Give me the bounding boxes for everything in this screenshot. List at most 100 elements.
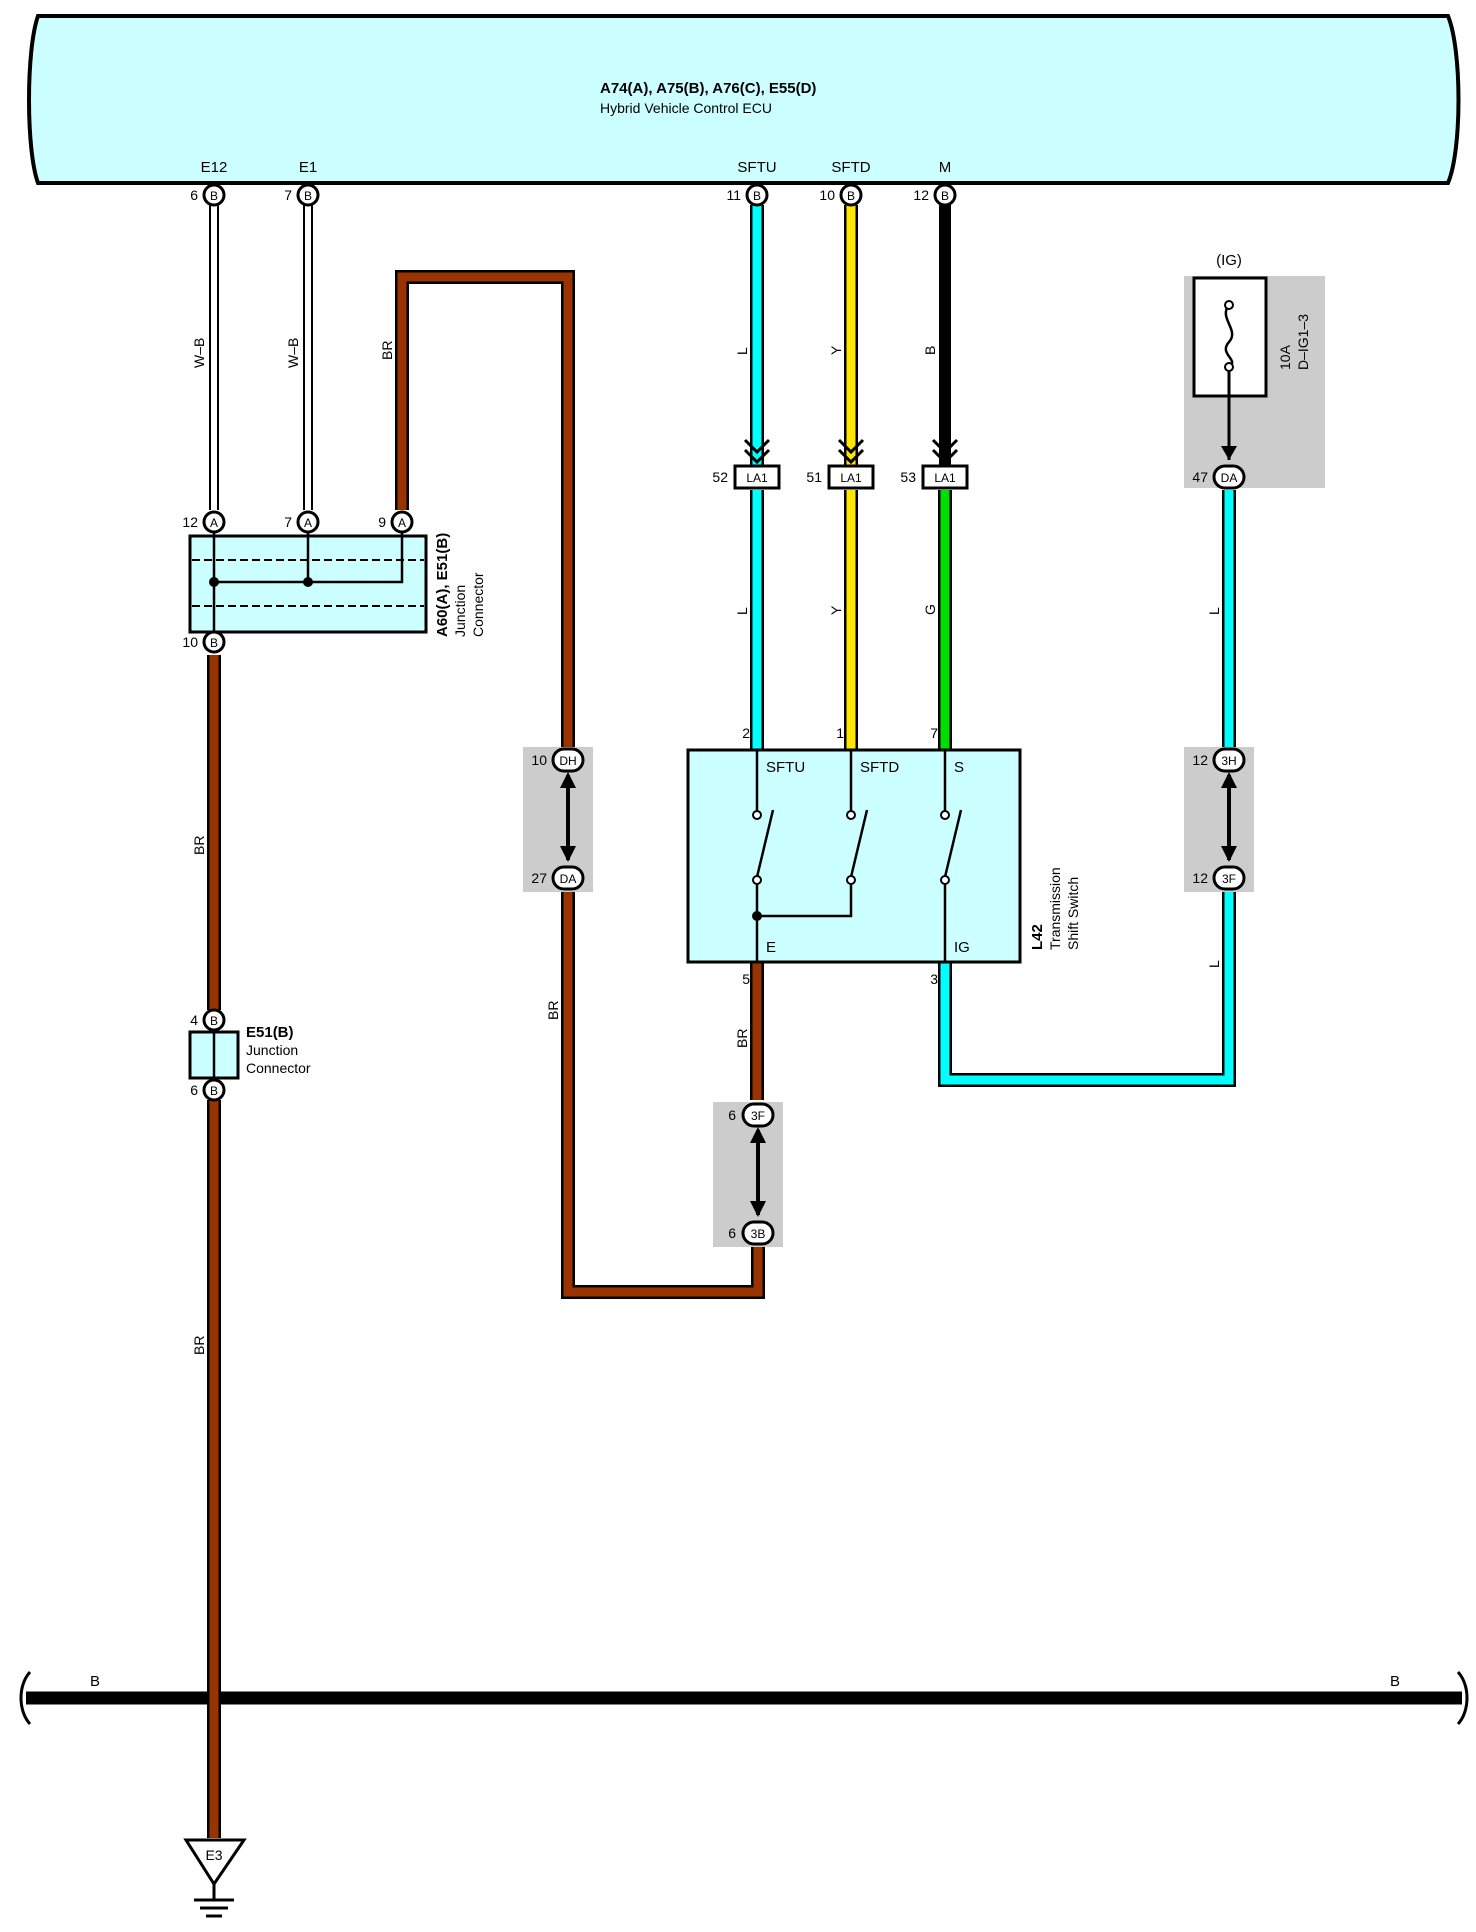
switch-name2: Shift Switch (1065, 877, 1081, 950)
svg-text:DH: DH (559, 754, 576, 768)
wire-label-l-right: L (1206, 960, 1222, 968)
la1-connector-52: LA1 (733, 464, 781, 490)
fuse-rating: 10A (1277, 344, 1293, 370)
ecu-terminal-e1: E1 (299, 159, 317, 176)
switch-name1: Transmission (1047, 867, 1063, 950)
switch-code: L42 (1029, 924, 1046, 950)
ecu-pin-m-number: 12 (913, 187, 929, 203)
ecu-pin-sftd-conn: B (847, 189, 855, 203)
svg-text:3B: 3B (751, 1227, 766, 1241)
wire-label-y-top: Y (828, 345, 844, 355)
la1-pin-51: 51 (806, 469, 822, 485)
junction-a60-pin-12: 12 (182, 514, 198, 530)
fuse-group: (IG) (1216, 252, 1242, 269)
switch-terminal-s: S (954, 759, 964, 776)
ecu-box (27, 14, 1461, 185)
ecu-terminal-sftu: SFTU (737, 159, 776, 176)
junction-e51-pin-4: 4 (190, 1012, 198, 1028)
svg-text:DA: DA (1221, 471, 1238, 485)
svg-text:LA1: LA1 (840, 471, 862, 485)
ground-symbol (183, 1838, 247, 1918)
junction-a60-desc2: Connector (470, 572, 486, 637)
ecu-pin-e1-conn: B (304, 189, 312, 203)
shift-switch (686, 748, 1022, 964)
la1-arrows (743, 438, 959, 465)
ecu-connectors: A74(A), A75(B), A76(C), E55(D) (600, 80, 816, 97)
switch-pin-2: 2 (742, 725, 750, 741)
wire-label-br-switch: BR (734, 1029, 750, 1048)
ecu-pins (202, 183, 957, 207)
junction-e51-desc2: Connector (246, 1060, 311, 1076)
ecu-pin-sftu-conn: B (753, 189, 761, 203)
wire-label-wb2: W–B (285, 338, 301, 368)
wire-fuse-l (938, 490, 1236, 1087)
ecu-pin-e1-num: 7 (284, 187, 292, 203)
wire-wb-1 (209, 205, 219, 510)
switch-terminal-sftu: SFTU (766, 759, 805, 776)
svg-text:LA1: LA1 (746, 471, 768, 485)
wire-label-br-mid: BR (545, 1001, 561, 1020)
junction-e51-desc1: Junction (246, 1042, 298, 1058)
wire-label-b-top: B (922, 346, 938, 355)
svg-text:6: 6 (728, 1225, 736, 1241)
la1-connector-53: LA1 (921, 464, 969, 490)
junction-e51 (188, 1008, 240, 1102)
junction-e51-label: E51(B) (246, 1024, 294, 1041)
junction-a60-pin-7: 7 (284, 514, 292, 530)
switch-terminal-sftd: SFTD (860, 759, 899, 776)
switch-terminal-e: E (766, 939, 776, 956)
inline-connector-3f: 3F 3B 6 6 (713, 1102, 783, 1247)
switch-pin-7: 7 (930, 725, 938, 741)
ecu-pin-e12-num: 6 (190, 187, 198, 203)
svg-text:3H: 3H (1221, 754, 1236, 768)
svg-text:10: 10 (531, 752, 547, 768)
svg-text:DA: DA (560, 872, 577, 886)
svg-text:6: 6 (728, 1107, 736, 1123)
svg-text:12: 12 (1192, 752, 1208, 768)
junction-a60-desc1: Junction (452, 585, 468, 637)
ecu-pin-sftd-num: 10 (819, 187, 835, 203)
junction-a60 (188, 510, 428, 654)
switch-pin-3: 3 (930, 971, 938, 987)
inline-connector-dh: DH DA 10 27 (523, 747, 593, 892)
wire-label-wb1: W–B (191, 338, 207, 368)
bus-label-right: B (1390, 1673, 1400, 1690)
ecu-terminal-sftd: SFTD (831, 159, 870, 176)
junction-e51-conn-6: B (210, 1084, 218, 1098)
fuse-name: D–IG1–3 (1295, 314, 1311, 370)
wire-label-l-mid: L (734, 607, 750, 615)
svg-text:3F: 3F (1222, 872, 1236, 886)
svg-text:LA1: LA1 (934, 471, 956, 485)
junction-e51-conn-4: B (210, 1014, 218, 1028)
fuse-box: DA (1184, 276, 1325, 490)
switch-pin-1: 1 (836, 725, 844, 741)
ecu-pin-e12-conn: B (210, 189, 218, 203)
wire-label-l-top: L (734, 347, 750, 355)
junction-a60-conn-10: B (210, 636, 218, 650)
la1-pin-53: 53 (900, 469, 916, 485)
wire-label-g-mid: G (922, 604, 938, 615)
ground-label: E3 (205, 1847, 222, 1863)
ecu-pin-m-conn: B (941, 189, 949, 203)
ground-bus (19, 1660, 1469, 1740)
junction-a60-pin-10: 10 (182, 634, 198, 650)
inline-connector-3h: 3H 3F 12 12 (1184, 747, 1254, 892)
wire-label-l-fuse: L (1206, 607, 1222, 615)
junction-a60-pin-9: 9 (378, 514, 386, 530)
la1-pin-52: 52 (712, 469, 728, 485)
svg-text:27: 27 (531, 870, 547, 886)
wire-label-br-top: BR (379, 341, 395, 360)
ecu-name: Hybrid Vehicle Control ECU (600, 100, 772, 116)
switch-pin-5: 5 (742, 971, 750, 987)
junction-a60-conn-7: A (304, 516, 312, 530)
junction-a60-label: A60(A), E51(B) (434, 533, 451, 637)
wire-label-br-left: BR (191, 836, 207, 855)
wire-wb-2 (303, 205, 313, 510)
ecu-pin-sftu-num: 11 (726, 187, 741, 203)
svg-text:3F: 3F (751, 1109, 765, 1123)
wire-br-loop (395, 270, 765, 1299)
junction-e51-pin-6: 6 (190, 1082, 198, 1098)
switch-terminal-ig: IG (954, 939, 970, 956)
ecu-terminal-m: M (939, 159, 952, 176)
